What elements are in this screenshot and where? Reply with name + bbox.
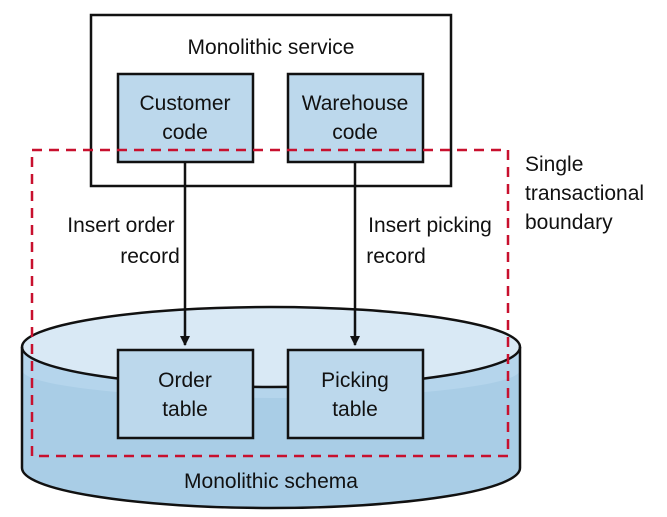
insert-order-label-2: record: [120, 245, 180, 268]
order-table-box: Order table: [116, 348, 255, 440]
warehouse-code-box: Warehouse code: [286, 72, 425, 164]
insert-picking-label-2: record: [366, 245, 426, 268]
customer-code-label-2: code: [162, 121, 208, 144]
boundary-label-1: Single: [525, 153, 583, 176]
order-table-label-2: table: [162, 398, 208, 421]
picking-table-label-2: table: [332, 398, 378, 421]
insert-order-label-1: Insert order: [67, 214, 174, 237]
boundary-label-2: transactional: [525, 182, 644, 205]
db-outline: [20, 347, 522, 510]
schema-label: Monolithic schema: [184, 470, 358, 493]
db-top: [20, 305, 522, 389]
insert-order-label-bg: [60, 207, 178, 267]
picking-table-box: Picking table: [286, 348, 425, 440]
warehouse-code-label-2: code: [332, 121, 378, 144]
boundary-label-3: boundary: [525, 211, 613, 234]
customer-code-label-1: Customer: [139, 92, 230, 115]
customer-code-box: Customer code: [116, 72, 255, 164]
order-table-label-1: Order: [158, 369, 212, 392]
service-title: Monolithic service: [188, 36, 355, 59]
picking-table-label-1: Picking: [321, 369, 389, 392]
transactional-boundary: [30, 148, 510, 458]
insert-picking-label-1: Insert picking: [368, 214, 492, 237]
warehouse-code-label-1: Warehouse: [302, 92, 409, 115]
